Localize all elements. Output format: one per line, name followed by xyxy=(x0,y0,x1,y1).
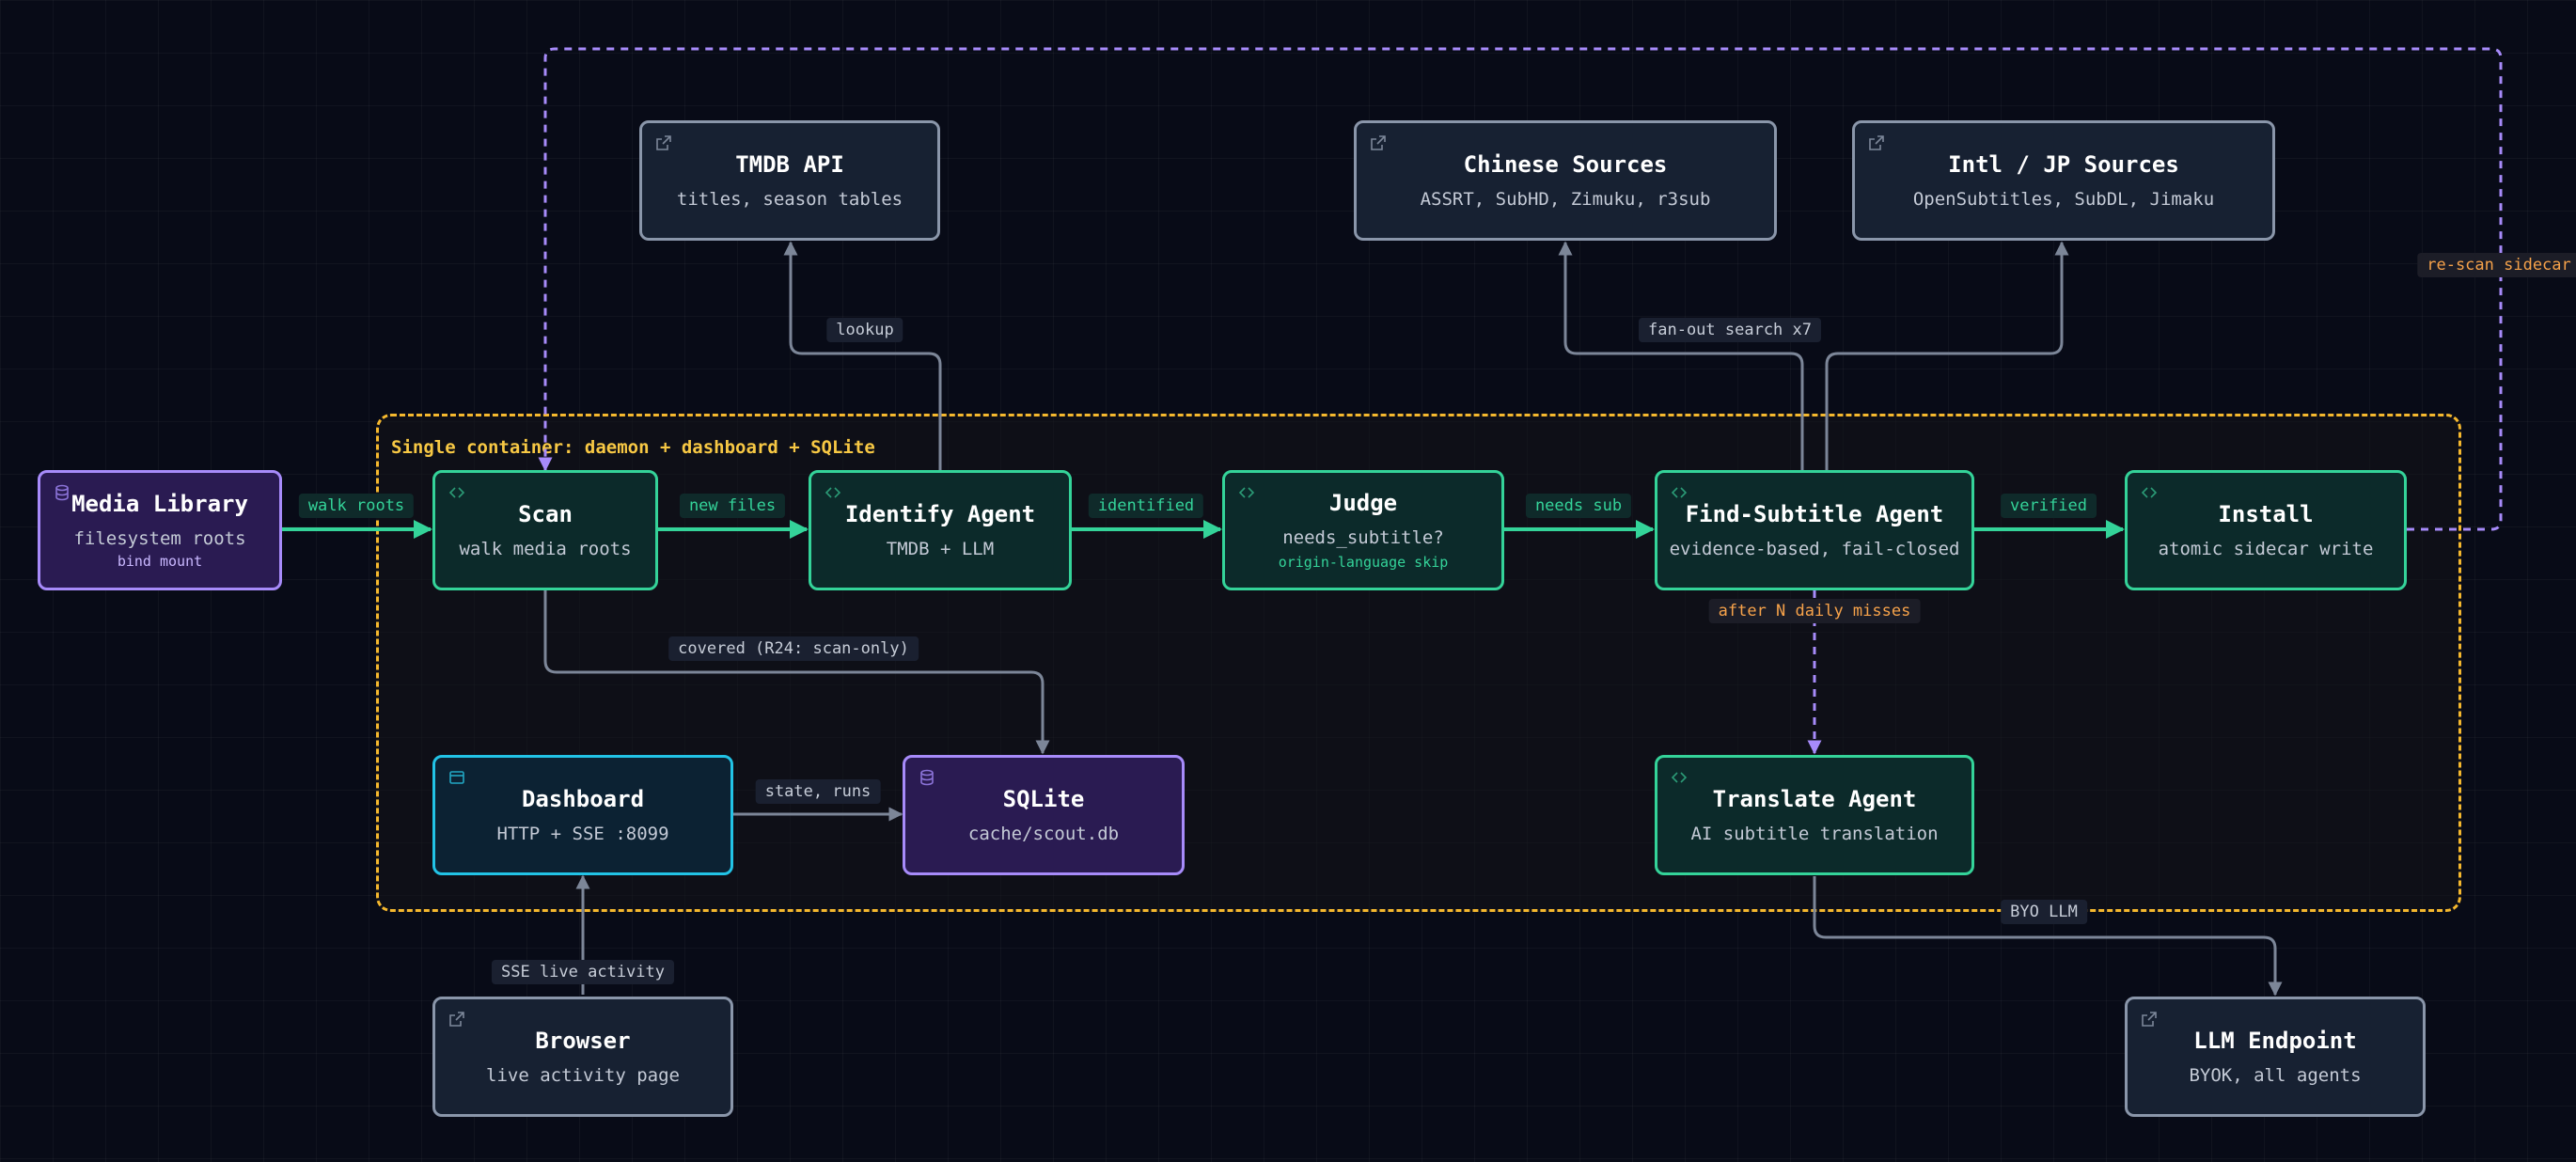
node-subtitle: TMDB + LLM xyxy=(886,539,995,559)
node-subtitle: evidence-based, fail-closed xyxy=(1669,539,1960,559)
edge-rescan-sidecar xyxy=(538,47,2503,531)
node-subtitle: HTTP + SSE :8099 xyxy=(496,824,669,844)
code-brackets-icon xyxy=(1238,487,1255,498)
edge-label-needs-sub: needs sub xyxy=(1525,494,1632,518)
node-title: Identify Agent xyxy=(844,501,1036,527)
node-identify-agent[interactable]: Identify Agent TMDB + LLM xyxy=(809,470,1072,590)
edge-byo-llm xyxy=(1813,876,2283,997)
node-subtitle: OpenSubtitles, SubDL, Jimaku xyxy=(1912,189,2215,210)
node-intl-jp-sources[interactable]: Intl / JP Sources OpenSubtitles, SubDL, … xyxy=(1852,120,2275,241)
node-note: origin-language skip xyxy=(1278,554,1449,571)
node-subtitle: ASSRT, SubHD, Zimuku, r3sub xyxy=(1420,189,1711,210)
node-chinese-sources[interactable]: Chinese Sources ASSRT, SubHD, Zimuku, r3… xyxy=(1354,120,1777,241)
node-subtitle: walk media roots xyxy=(459,539,632,559)
browser-window-icon xyxy=(449,771,464,784)
node-subtitle: filesystem roots xyxy=(73,528,246,549)
edge-label-state-runs: state, runs xyxy=(755,779,881,804)
edge-label-byo-llm: BYO LLM xyxy=(2001,900,2087,924)
external-link-icon xyxy=(1869,135,1884,150)
external-link-icon xyxy=(449,1012,464,1027)
code-brackets-icon xyxy=(2141,487,2158,498)
node-dashboard[interactable]: Dashboard HTTP + SSE :8099 xyxy=(432,755,733,875)
node-browser[interactable]: Browser live activity page xyxy=(432,997,733,1117)
node-title: Dashboard xyxy=(521,786,645,812)
node-subtitle: BYOK, all agents xyxy=(2189,1065,2362,1086)
node-translate-agent[interactable]: Translate Agent AI subtitle translation xyxy=(1655,755,1974,875)
node-title: Intl / JP Sources xyxy=(1948,151,2179,178)
node-judge[interactable]: Judge needs_subtitle? origin-language sk… xyxy=(1222,470,1504,590)
edge-label-rescan-sidecar: re-scan sidecar xyxy=(2417,253,2576,277)
edge-lookup xyxy=(783,241,942,470)
node-subtitle: cache/scout.db xyxy=(967,824,1120,844)
edge-label-identified: identified xyxy=(1088,494,1204,518)
node-subtitle: titles, season tables xyxy=(676,189,903,210)
node-title: Find-Subtitle Agent xyxy=(1685,501,1944,527)
code-brackets-icon xyxy=(1671,487,1688,498)
node-title: SQLite xyxy=(1002,786,1085,812)
node-title: Translate Agent xyxy=(1712,786,1917,812)
node-title: Install xyxy=(2218,501,2314,527)
node-llm-endpoint[interactable]: LLM Endpoint BYOK, all agents xyxy=(2125,997,2426,1117)
node-install[interactable]: Install atomic sidecar write xyxy=(2125,470,2407,590)
node-title: TMDB API xyxy=(735,151,844,178)
node-tmdb-api[interactable]: TMDB API titles, season tables xyxy=(639,120,940,241)
edge-label-covered: covered (R24: scan-only) xyxy=(668,636,919,661)
database-icon xyxy=(55,484,69,501)
edge-fan-out-intl xyxy=(1825,241,2069,470)
node-subtitle: live activity page xyxy=(486,1065,680,1086)
node-sqlite[interactable]: SQLite cache/scout.db xyxy=(903,755,1185,875)
edge-label-walk-roots: walk roots xyxy=(298,494,415,518)
node-note: bind mount xyxy=(117,553,203,570)
node-subtitle: atomic sidecar write xyxy=(2158,539,2374,559)
node-find-subtitle-agent[interactable]: Find-Subtitle Agent evidence-based, fail… xyxy=(1655,470,1974,590)
external-link-icon xyxy=(1371,135,1386,150)
code-brackets-icon xyxy=(448,487,465,498)
node-title: Judge xyxy=(1328,490,1398,516)
database-icon xyxy=(920,769,934,786)
edge-label-daily-misses: after N daily misses xyxy=(1708,599,1921,623)
external-link-icon xyxy=(656,135,671,150)
edge-covered xyxy=(543,589,1050,755)
code-brackets-icon xyxy=(825,487,841,498)
edge-label-new-files: new files xyxy=(679,494,786,518)
node-title: Scan xyxy=(518,501,573,527)
node-title: LLM Endpoint xyxy=(2193,1028,2357,1054)
edge-label-sse-live: SSE live activity xyxy=(492,960,674,984)
edge-label-verified: verified xyxy=(2001,494,2097,518)
edge-fan-out-chinese xyxy=(1558,241,1804,470)
code-brackets-icon xyxy=(1671,772,1688,783)
node-scan[interactable]: Scan walk media roots xyxy=(432,470,658,590)
node-title: Chinese Sources xyxy=(1463,151,1668,178)
node-subtitle: AI subtitle translation xyxy=(1690,824,1939,844)
edge-label-lookup: lookup xyxy=(826,318,903,342)
edge-label-fan-out: fan-out search x7 xyxy=(1639,318,1821,342)
node-title: Browser xyxy=(535,1028,631,1054)
container-label: Single container: daemon + dashboard + S… xyxy=(391,437,875,458)
node-subtitle: needs_subtitle? xyxy=(1282,527,1444,548)
node-media-library[interactable]: Media Library filesystem roots bind moun… xyxy=(38,470,282,590)
external-link-icon xyxy=(2142,1012,2157,1027)
node-title: Media Library xyxy=(71,491,248,517)
